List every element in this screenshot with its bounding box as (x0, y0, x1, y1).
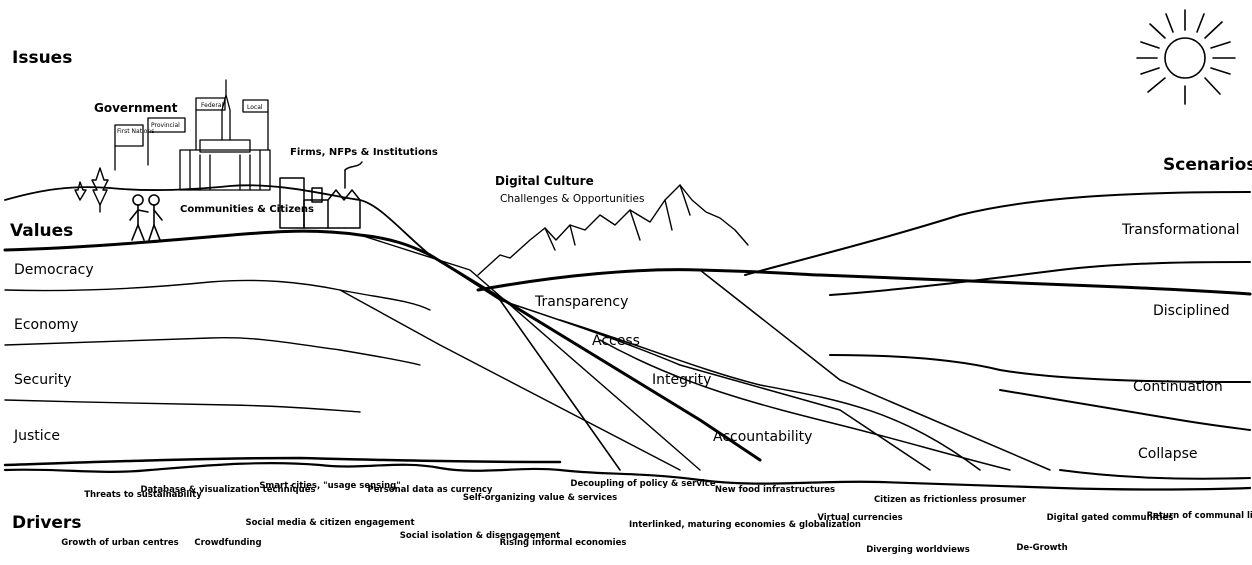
driver-digital-gated: Digital gated communities (1047, 513, 1174, 523)
sun-icon (1136, 9, 1236, 105)
driver-frictionless-prosumer: Citizen as frictionless prosumer (874, 495, 1027, 505)
flag-provincial: Provincial (151, 122, 180, 129)
principle-integrity: Integrity (652, 372, 711, 388)
trees-icon (74, 167, 109, 213)
scenario-collapse: Collapse (1138, 446, 1198, 462)
value-justice: Justice (13, 428, 60, 444)
driver-social-isolation: Social isolation & disengagement (400, 531, 560, 541)
scenario-disciplined: Disciplined (1153, 303, 1230, 319)
driver-database-visualization: Database & visualization techniques (140, 485, 315, 495)
heading-drivers: Drivers (12, 513, 81, 533)
label-challenges: Challenges & Opportunities (500, 193, 644, 205)
flag-local: Local (247, 104, 263, 111)
factory-icon (279, 161, 363, 229)
heading-issues: Issues (12, 48, 72, 68)
driver-personal-data: Personal data as currency (368, 485, 493, 495)
driver-virtual-currencies: Virtual currencies (817, 513, 902, 523)
driver-diverging-worldviews: Diverging worldviews (866, 545, 970, 555)
driver-informal-economies: Rising informal economies (500, 538, 627, 548)
driver-crowdfunding: Crowdfunding (194, 538, 261, 548)
heading-scenarios: Scenarios (1163, 155, 1252, 175)
scenario-transformational: Transformational (1121, 222, 1240, 238)
value-security: Security (14, 372, 72, 388)
mountains-icon (477, 184, 749, 276)
scenario-continuation: Continuation (1133, 379, 1223, 395)
principle-accountability: Accountability (713, 429, 812, 445)
driver-de-growth: De-Growth (1016, 543, 1067, 553)
label-firms: Firms, NFPs & Institutions (290, 147, 438, 158)
driver-communal-living: Return of communal living (1147, 511, 1252, 521)
driver-growth-urban: Growth of urban centres (61, 538, 178, 548)
driver-food-infrastructures: New food infrastructures (715, 485, 835, 495)
label-communities: Communities & Citizens (180, 204, 314, 215)
driver-interlinked-economies: Interlinked, maturing economies & global… (629, 520, 861, 530)
principle-transparency: Transparency (534, 294, 628, 310)
value-economy: Economy (14, 317, 78, 333)
value-democracy: Democracy (14, 262, 94, 278)
driver-decoupling: Decoupling of policy & service (570, 479, 715, 489)
driver-threats-sustainability: Threats to sustainability (84, 490, 202, 500)
flag-first-nations: First Nations (117, 128, 154, 135)
heading-values: Values (10, 221, 73, 241)
label-government: Government (94, 101, 178, 115)
label-digital-culture: Digital Culture (495, 174, 594, 188)
principle-access: Access (592, 333, 640, 349)
driver-social-media: Social media & citizen engagement (245, 518, 414, 528)
parliament-icon (114, 79, 271, 191)
driver-smart-cities: Smart cities, "usage sensing" (259, 481, 400, 491)
flag-federal: Federal (201, 102, 223, 109)
driver-self-organizing: Self-organizing value & services (463, 493, 617, 503)
people-icon (129, 194, 163, 241)
